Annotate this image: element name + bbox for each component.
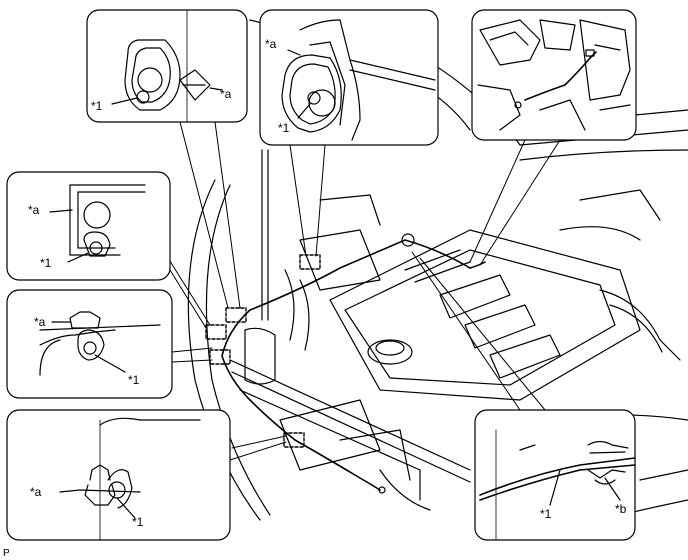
callout-top-middle [259, 9, 439, 146]
label-bottom-left-1: *1 [132, 515, 144, 529]
callout-bottom-left [6, 409, 231, 541]
clamp-marker-5 [283, 432, 305, 448]
label-bottom-right-1: *1 [540, 507, 552, 521]
label-top-left-a: *a [220, 87, 232, 101]
label-top-left-1: *1 [91, 99, 103, 113]
callout-mid-left-2 [6, 289, 173, 399]
callout-top-right [471, 9, 637, 141]
label-mid-left-1-1: *1 [40, 256, 52, 270]
label-top-middle-1: *1 [278, 121, 290, 135]
clamp-marker-2 [225, 307, 247, 323]
clamp-marker-1 [299, 254, 321, 270]
label-mid-left-2-1: *1 [128, 373, 140, 387]
callout-leader-lines [167, 121, 561, 461]
callout-bottom-right [474, 409, 636, 541]
clamp-marker-4 [209, 349, 231, 365]
label-mid-left-2-a: *a [34, 315, 46, 329]
clamp-location-markers [205, 254, 321, 448]
label-mid-left-1-a: *a [28, 203, 40, 217]
callout-top-left [86, 9, 248, 123]
label-top-middle-a: *a [265, 37, 277, 51]
label-bottom-right-b: *b [615, 502, 627, 516]
label-bottom-left-a: *a [30, 485, 42, 499]
callout-mid-left-1 [6, 171, 171, 281]
figure-code: P [3, 548, 10, 559]
clamp-marker-3 [205, 324, 227, 340]
callout-labels: *a *1 *a *1 *a *1 *a *1 *a *1 *1 *b P [3, 37, 627, 559]
